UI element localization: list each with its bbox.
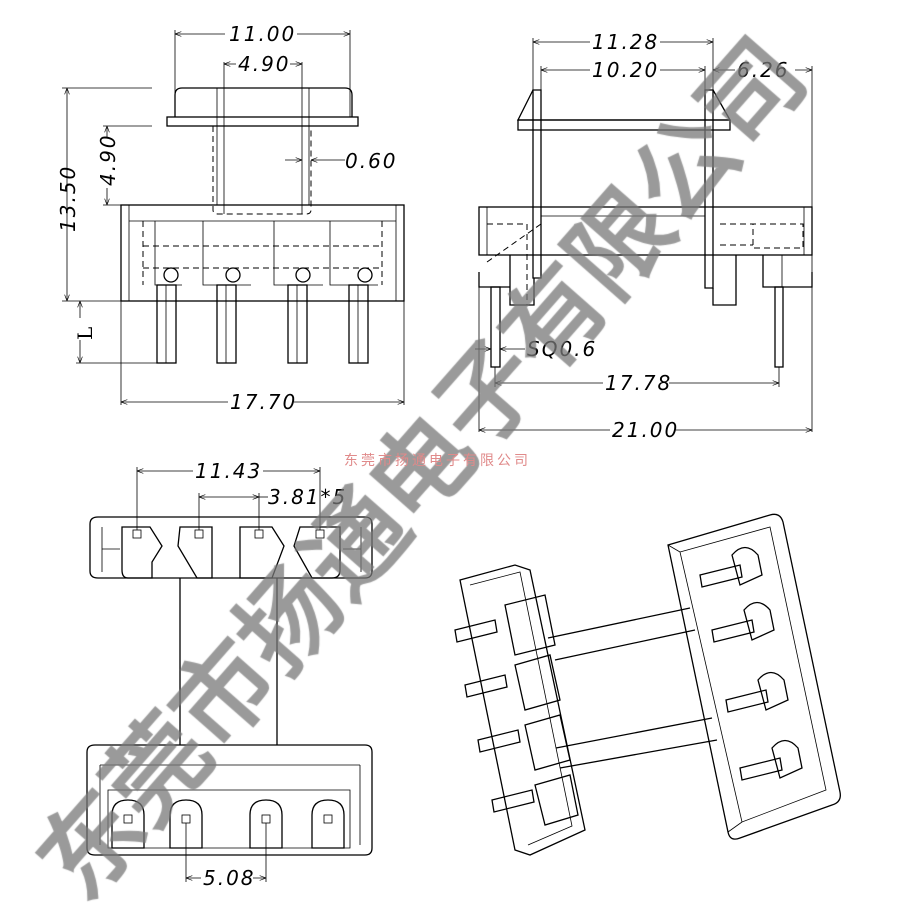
dim-5-08: 5.08 (203, 866, 256, 890)
dim-3-81x5: 3.81*5 (268, 485, 347, 509)
dim-11-00: 11.00 (229, 22, 296, 46)
front-pins (154, 221, 378, 364)
side-view: 11.28 10.20 6.26 SQ0.6 17.78 21.00 (475, 30, 813, 442)
dim-L: L (73, 325, 97, 340)
front-view: 11.00 4.90 0.60 13.50 4.90 L 17.70 (56, 22, 405, 414)
watermark-small: 东莞市扬通电子有限公司 (344, 453, 531, 469)
dim-4-90: 4.90 (238, 52, 291, 76)
dim-4-90-vertical: 4.90 (96, 133, 120, 186)
iso-pins (454, 546, 803, 826)
top-view: 11.43 3.81*5 5.08 (86, 459, 373, 890)
isometric-view (454, 513, 841, 856)
dim-sq0-6: SQ0.6 (527, 337, 597, 361)
dim-0-60: 0.60 (345, 149, 398, 173)
dim-10-20: 10.20 (592, 58, 659, 82)
dim-21-00: 21.00 (612, 418, 679, 442)
dim-13-50: 13.50 (56, 165, 80, 232)
dim-11-43: 11.43 (195, 459, 262, 483)
dim-6-26: 6.26 (737, 58, 790, 82)
dim-17-78: 17.78 (605, 371, 672, 395)
dim-17-70: 17.70 (230, 390, 297, 414)
dim-11-28: 11.28 (592, 30, 659, 54)
